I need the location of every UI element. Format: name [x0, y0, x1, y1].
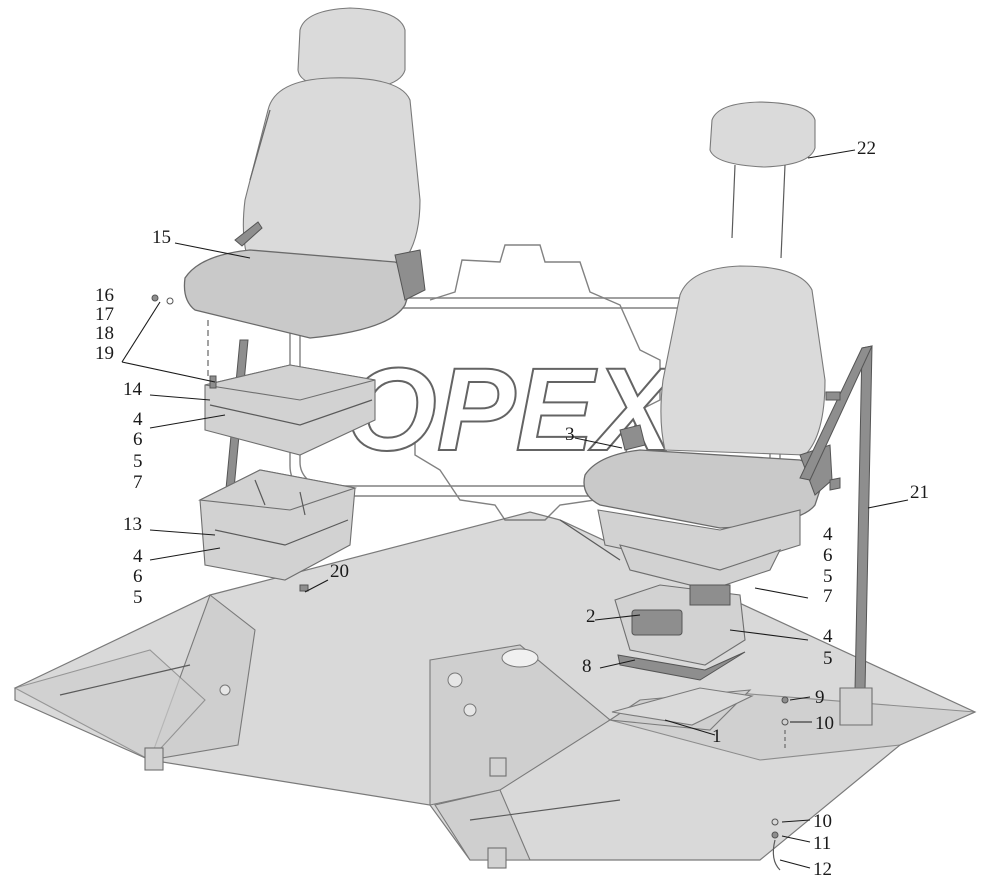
callout-5-left-upper: 5 [133, 451, 143, 472]
callout-1: 1 [712, 726, 722, 747]
callout-7-left: 7 [133, 472, 143, 493]
callout-18: 18 [95, 323, 114, 344]
callout-4-right: 4 [823, 524, 833, 545]
callout-16: 16 [95, 285, 114, 306]
callout-5-right-lower: 5 [823, 648, 833, 669]
callout-10-lower: 10 [813, 811, 832, 832]
callout-6-left-upper: 6 [133, 429, 143, 450]
left-cushion [183, 249, 412, 339]
left-backrest [242, 77, 421, 271]
right-headrest [709, 101, 816, 168]
callout-6-left-lower: 6 [133, 566, 143, 587]
seat-belt [799, 345, 873, 726]
callout-4-left-lower: 4 [133, 546, 143, 567]
callout-15: 15 [152, 227, 171, 248]
callout-5-left-lower: 5 [133, 587, 143, 608]
cab-floor-panel [13, 511, 977, 869]
callout-12: 12 [813, 859, 832, 880]
callout-13: 13 [123, 514, 142, 535]
right-seat-assembly [583, 101, 841, 726]
callout-4-left-upper: 4 [133, 409, 143, 430]
fasteners [771, 696, 789, 871]
callout-3: 3 [565, 424, 575, 445]
callout-9: 9 [815, 687, 825, 708]
callout-20: 20 [330, 561, 349, 582]
callout-14: 14 [123, 379, 143, 400]
callout-4-right-lower: 4 [823, 626, 833, 647]
callout-labels: 1 2 3 4 6 5 7 4 6 5 4 6 5 7 4 5 8 9 10 1… [95, 138, 929, 880]
callout-21: 21 [910, 482, 929, 503]
callout-17: 17 [95, 304, 114, 325]
callout-6-right: 6 [823, 545, 833, 566]
leader-lines [121, 149, 909, 869]
right-cushion [583, 449, 822, 529]
callout-7-right: 7 [823, 586, 833, 607]
callout-10-upper: 10 [815, 713, 834, 734]
callout-2: 2 [586, 606, 596, 627]
callout-11: 11 [813, 833, 831, 854]
right-backrest [660, 265, 826, 456]
callout-8: 8 [582, 656, 592, 677]
callout-5-right: 5 [823, 566, 833, 587]
callout-19: 19 [95, 343, 114, 364]
callout-22: 22 [857, 138, 876, 159]
left-seat-assembly [151, 7, 426, 592]
